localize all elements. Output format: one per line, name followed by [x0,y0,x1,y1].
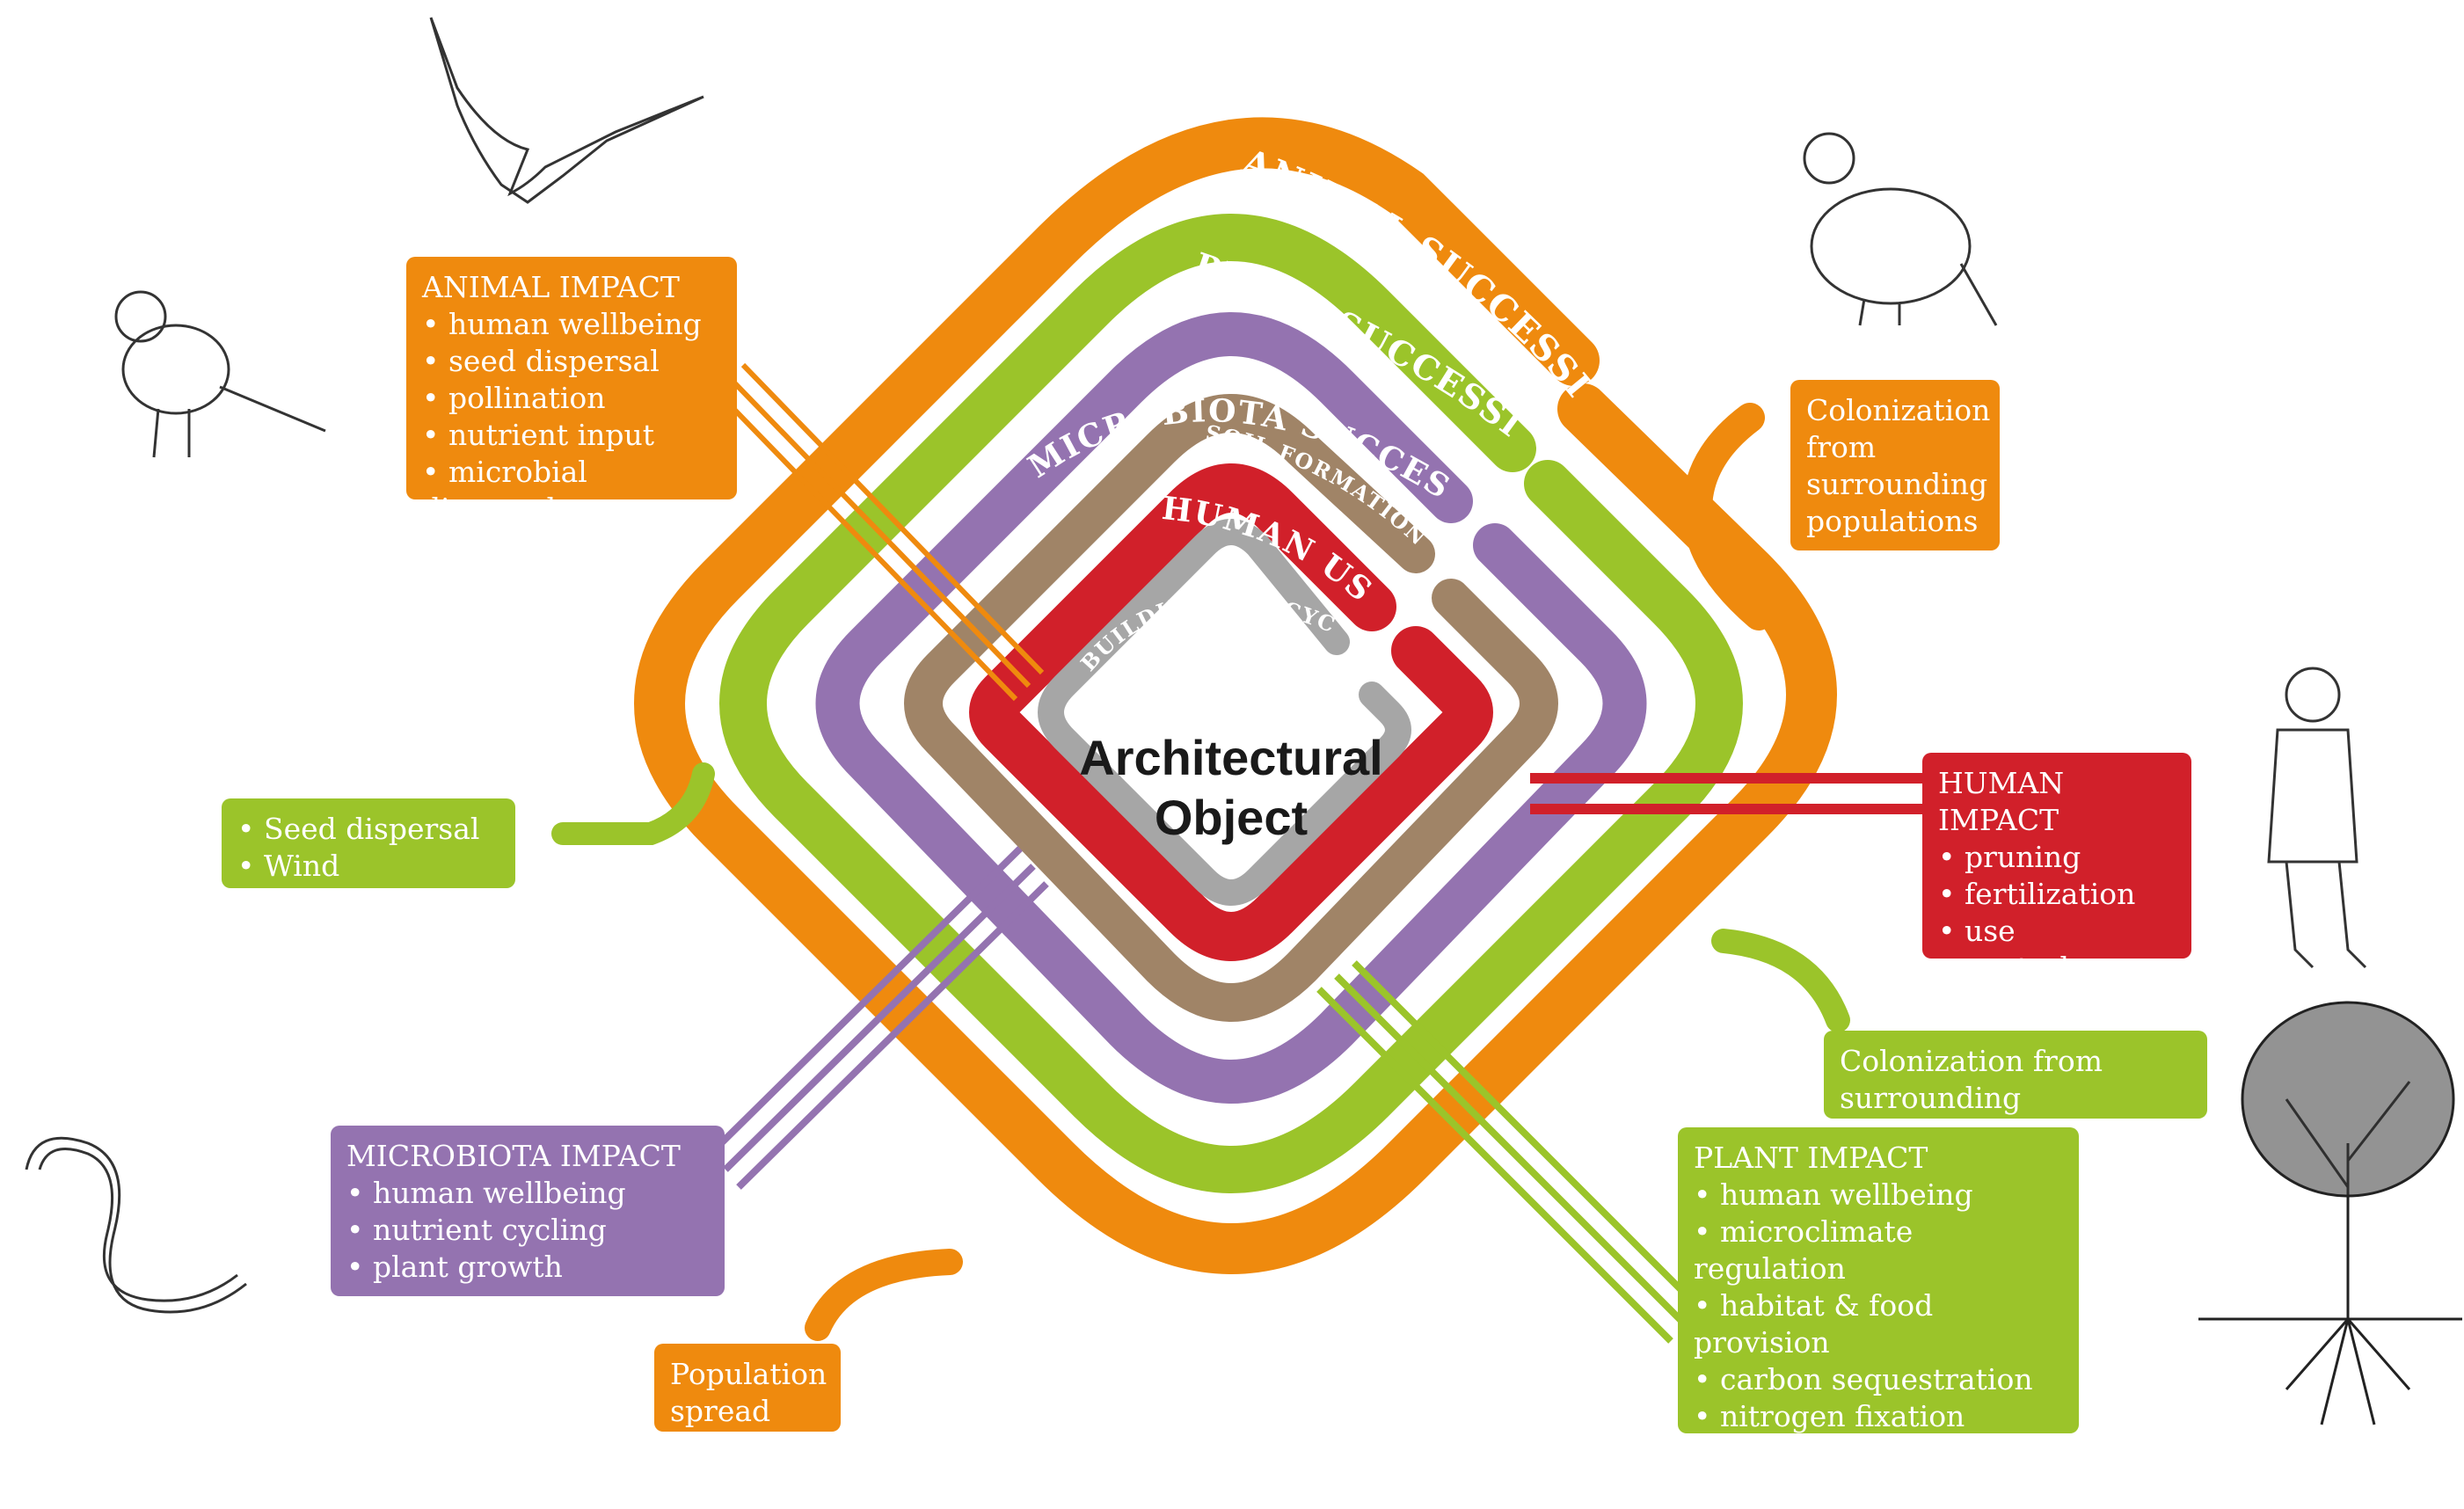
list-item: human wellbeing [422,306,721,343]
list-item: nutrient cycling [346,1212,709,1249]
list-item: human wellbeing [1694,1177,2063,1214]
population-line: spread [670,1394,771,1428]
colonization-plant-box: Colonization from surrounding population… [1824,1031,2207,1152]
architectural-object-core [1099,572,1363,844]
list-item: soil development [1694,1435,2063,1472]
list-item: nitrogen fixation [1694,1398,2063,1435]
human-impact-connector [1530,773,1930,814]
colonization-line: Colonization [1806,393,1991,427]
microbiota-impact-box: MICROBIOTA IMPACT human wellbeing nutrie… [331,1126,725,1296]
animal-impact-box: ANIMAL IMPACT human wellbeing seed dispe… [406,257,737,526]
list-item: pruning [1938,839,2176,876]
colonization-line: Colonization from [1840,1044,2103,1078]
colonization-animal-connector [1681,403,1774,631]
list-item: habitat & food provision [1694,1287,2063,1361]
bat-icon [429,17,704,204]
list-item: fertilization [1938,876,2176,913]
plant-impact-title: PLANT IMPACT [1694,1141,1928,1175]
animal-succession-ring [634,117,1837,1274]
colonization-line: from [1806,430,1877,464]
center-title-line1: Architectural [1079,730,1383,785]
human-icon [2267,667,2367,969]
pigeon-icon [1803,132,1998,326]
list-item: human wellbeing [346,1175,709,1212]
plant-impact-box: PLANT IMPACT human wellbeing microclimat… [1678,1127,2079,1507]
list-item: microbial dispersal [1694,1472,2063,1509]
plant-succession-ring [719,214,1743,1193]
animal-impact-title: ANIMAL IMPACT [422,270,680,304]
building-lifecycle-ring [1038,519,1411,906]
list-item: plant growth [346,1249,709,1286]
human-impact-title: HUMAN IMPACT [1938,766,2065,837]
soil-formation-ring [904,394,1558,1022]
microbiota-impact-connector [710,846,1049,1190]
list-item: seed dispersal [422,343,721,380]
colonization-line: populations [1806,504,1979,538]
list-item: Wind pollination [237,848,499,922]
animal-impact-connector [714,362,1045,702]
list-item: use [1938,913,2176,950]
list-item: pollination [422,380,721,417]
colonization-line: surrounding [1806,467,1988,501]
seed-dispersal-connector [551,762,715,845]
center-title: Architectural Object [1002,728,1460,848]
human-use-ring [969,463,1493,961]
seed-dispersal-box: Seed dispersal Wind pollination [222,798,515,920]
list-item: nutrient input [422,417,721,454]
list-item: Seed dispersal [237,811,499,848]
sparrow-icon [114,290,326,458]
center-title-line2: Object [1154,790,1309,845]
earthworm-icon [25,1136,247,1314]
plant-impact-connector [1316,960,1709,1344]
microbiota-impact-title: MICROBIOTA IMPACT [346,1139,681,1173]
tree-icon [2198,1001,2462,1425]
list-item: microbial dispersal [422,454,721,528]
population-line: Population [670,1357,827,1391]
microbiota-succession-ring [815,312,1647,1104]
colonization-plant-connector [1711,929,1850,1032]
list-item: microclimate regulation [1694,1214,2063,1287]
population-spread-box: Population spread [654,1344,841,1432]
human-impact-box: HUMAN IMPACT pruning fertilization use c… [1922,753,2191,985]
list-item: control [1938,950,2176,987]
population-spread-connector [805,1249,963,1341]
colonization-animal-box: Colonization from surrounding population… [1790,380,2000,550]
list-item: carbon sequestration [1694,1361,2063,1398]
